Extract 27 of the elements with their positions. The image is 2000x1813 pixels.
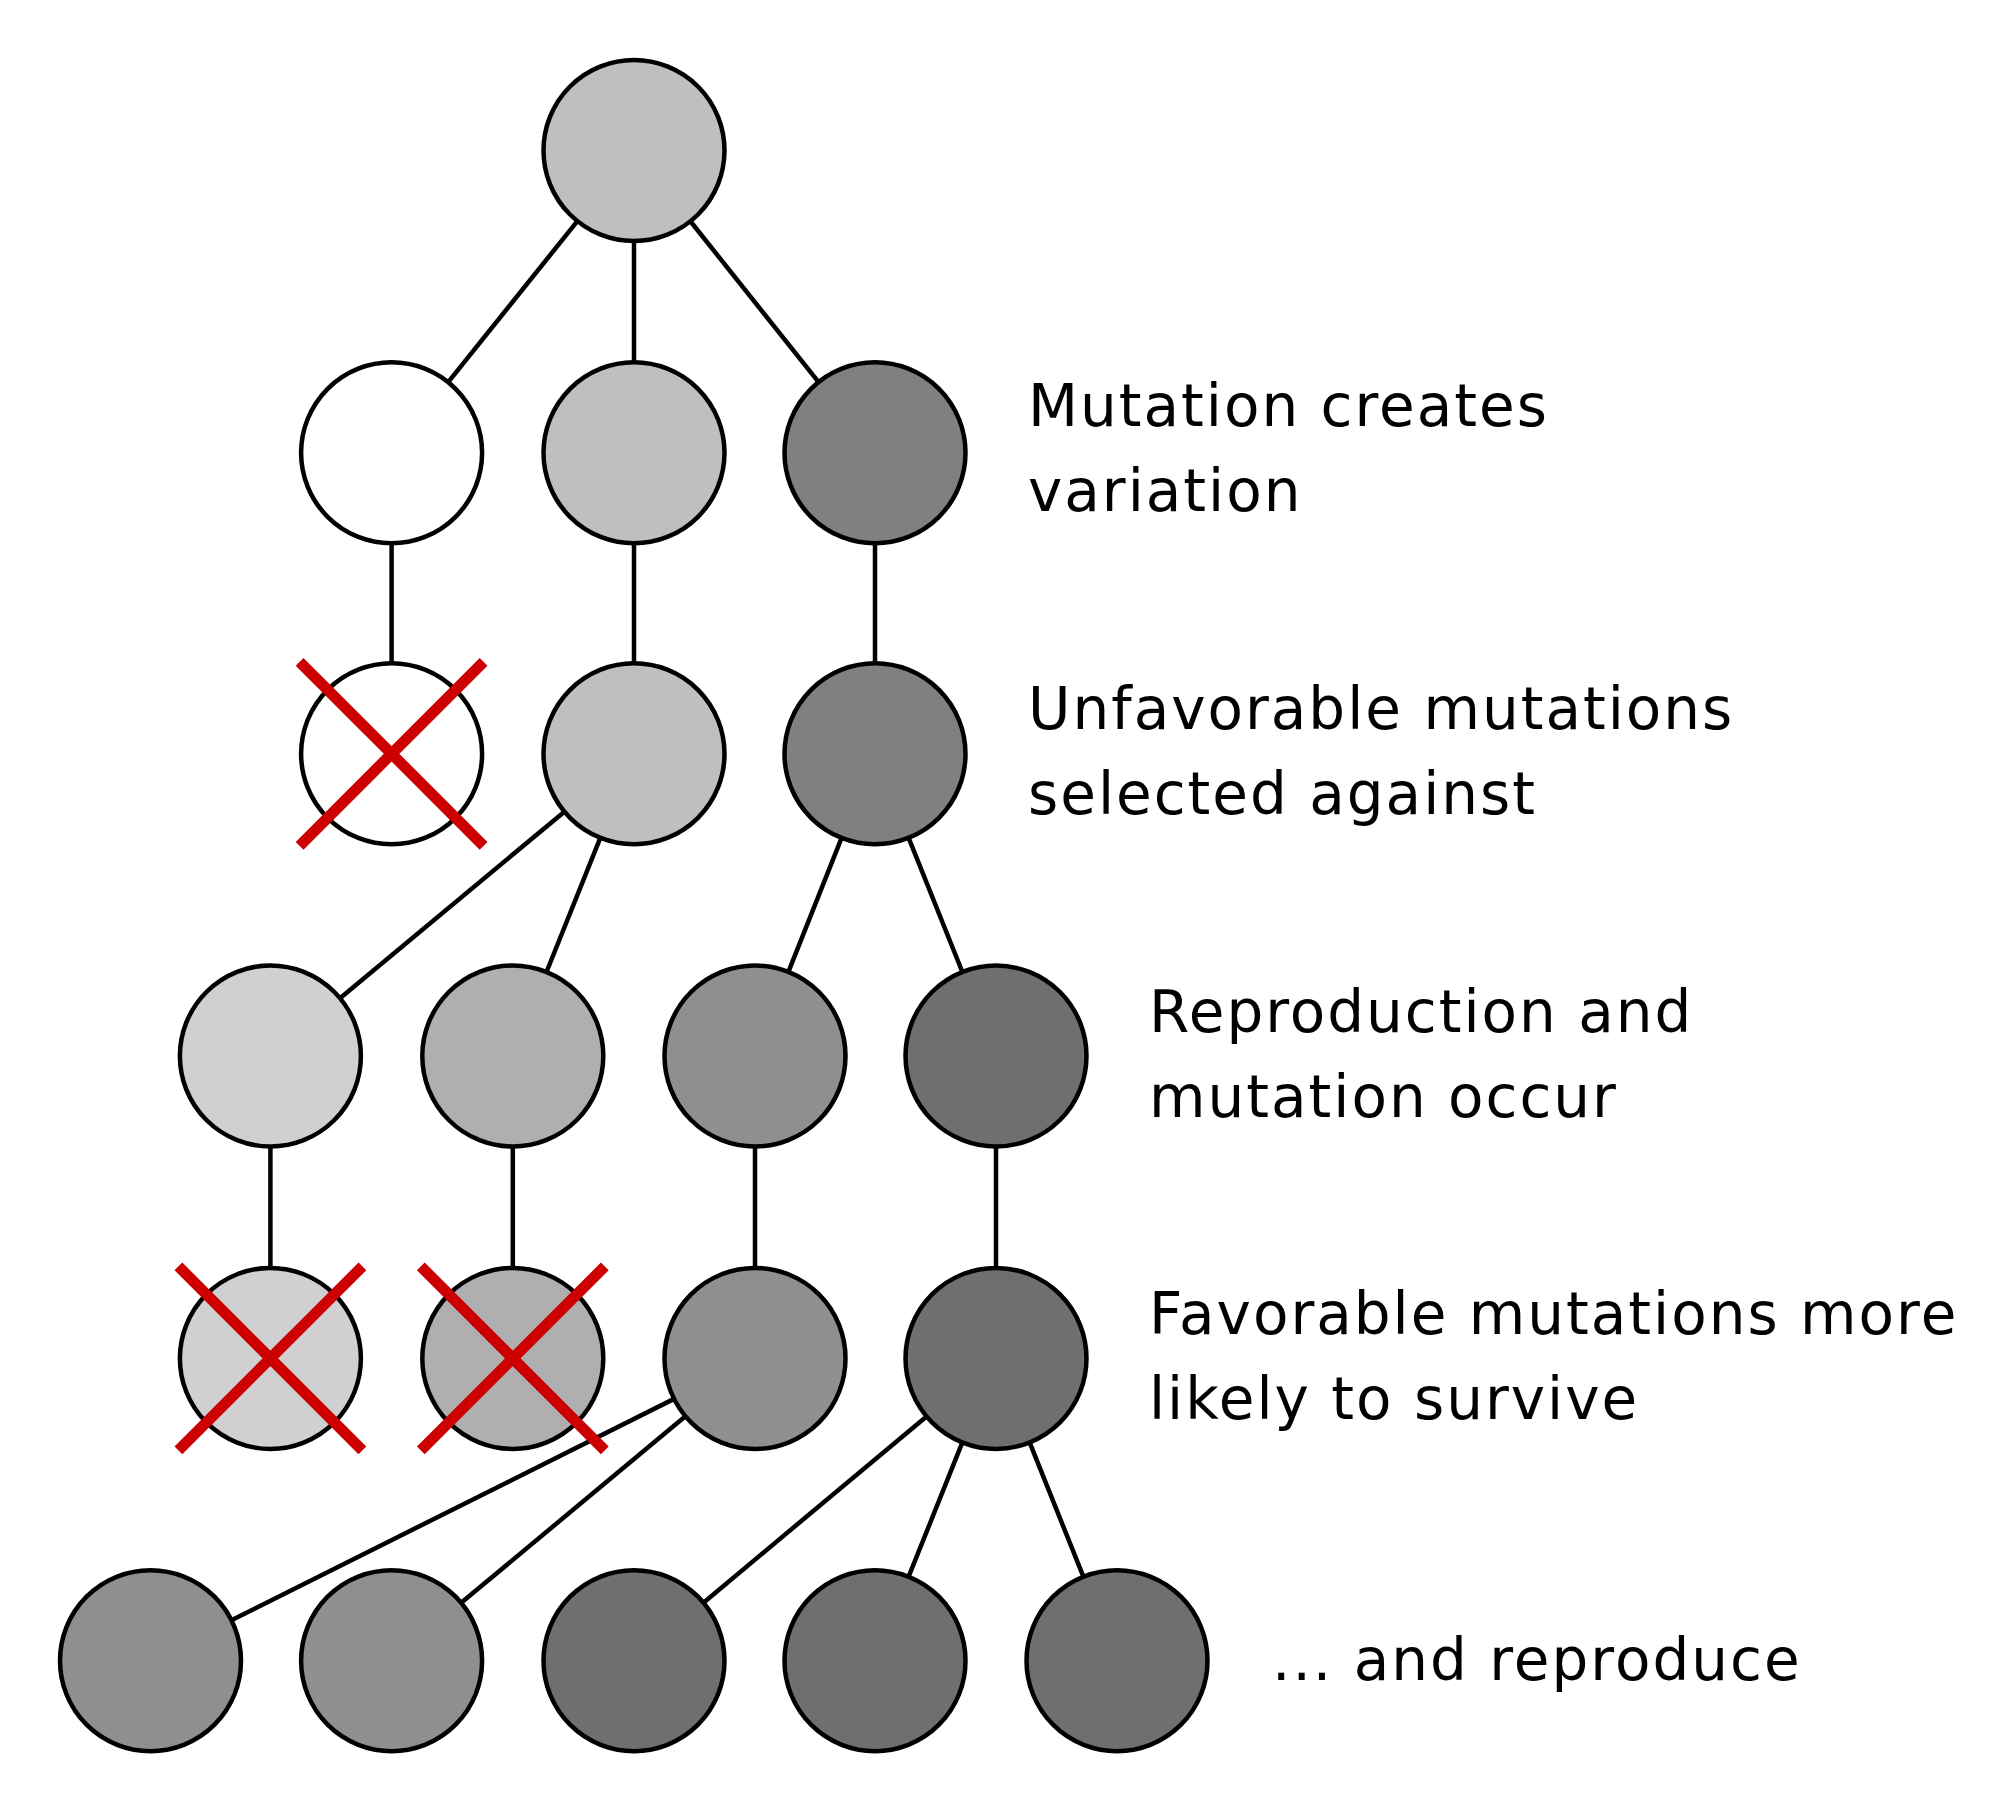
organism-circle [298, 1567, 485, 1754]
connector-line [446, 219, 580, 384]
organism-circle [782, 360, 968, 546]
organism-circle [57, 1567, 244, 1754]
organism-circle [541, 57, 727, 244]
connector-line [338, 809, 566, 1000]
organism-circle [177, 963, 364, 1149]
organism-circle [662, 963, 848, 1149]
stage-label: ... and reproduce [1272, 1624, 1803, 1696]
organism-circle [541, 360, 727, 546]
organism-circle [541, 661, 727, 847]
organism-circle [541, 1567, 727, 1754]
organism-circle [903, 1265, 1089, 1452]
organism-circle [903, 963, 1089, 1149]
organism-circle [662, 1265, 848, 1452]
organism-circle [1024, 1567, 1210, 1754]
stage-label: Mutation creates variation [1028, 371, 1550, 527]
organism-circle [298, 360, 485, 546]
connector-line [688, 219, 821, 384]
connector-line [702, 1414, 928, 1605]
stage-label: Favorable mutations more likely to survive [1149, 1279, 1960, 1435]
stage-label: Unfavorable mutations selected against [1028, 674, 1736, 830]
organism-circle [782, 661, 968, 847]
organism-circle [782, 1567, 968, 1754]
connector-line [786, 837, 844, 973]
stage-label: Reproduction and mutation occur [1149, 977, 1695, 1133]
organism-circle [420, 963, 606, 1149]
